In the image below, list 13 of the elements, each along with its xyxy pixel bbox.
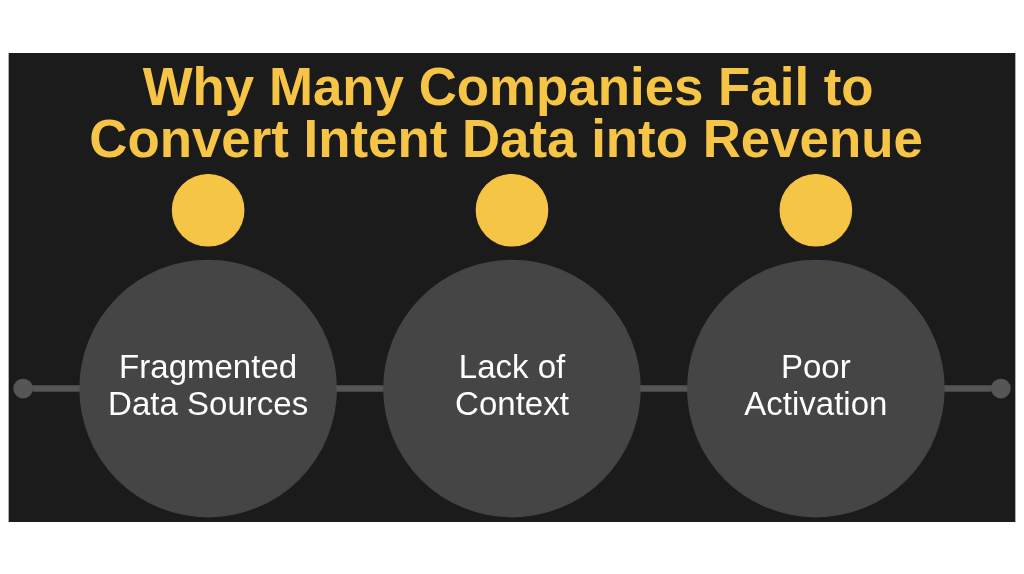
connector — [32, 384, 80, 392]
connector — [336, 384, 384, 392]
connector — [944, 384, 992, 392]
node-circle: Poor Activation — [687, 259, 945, 517]
connector — [640, 384, 688, 392]
node-circle — [779, 173, 853, 247]
node-circle: Fragmented Data Sources — [79, 259, 337, 517]
node-circle — [13, 378, 34, 398]
node-circle — [990, 378, 1011, 398]
node-circle: Lack of Context — [383, 259, 641, 517]
diagram-title: Why Many Companies Fail to Convert Intent Data into Revenue — [89, 56, 923, 168]
node-circle — [171, 173, 245, 247]
node-circle — [475, 173, 549, 247]
